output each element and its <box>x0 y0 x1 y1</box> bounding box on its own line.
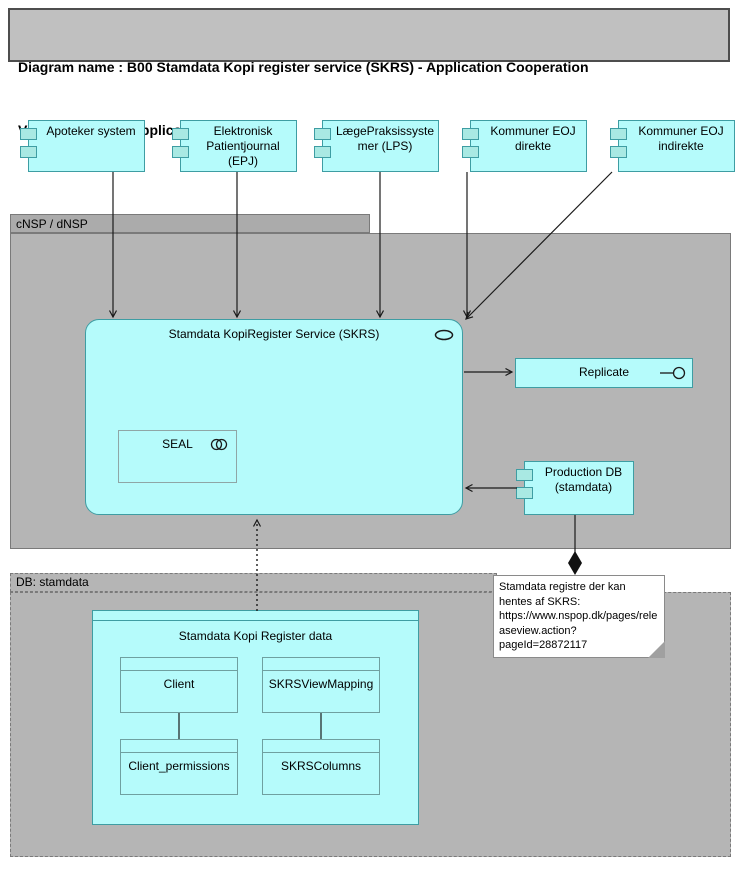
component-tab-icon <box>462 128 479 140</box>
component-label: Apoteker system <box>46 124 136 138</box>
component-tab-icon <box>314 128 331 140</box>
component-kommuner-eoj-indirekte[interactable]: Kommuner EOJ indirekte <box>610 120 735 172</box>
db-label: DB: stamdata <box>16 575 89 589</box>
composition-diamond-icon <box>568 551 582 575</box>
component-lps[interactable]: LægePraksissystemer (LPS) <box>314 120 439 172</box>
component-label: Kommuner EOJ direkte <box>490 124 576 154</box>
component-tab-icon <box>462 146 479 158</box>
component-tab-icon <box>172 128 189 140</box>
data-object-band <box>121 740 237 753</box>
data-object-band <box>93 611 418 621</box>
data-object-band <box>121 658 237 671</box>
container-db-tab[interactable]: DB: stamdata <box>10 573 497 592</box>
component-epj[interactable]: Elektronisk Patientjournal (EPJ) <box>172 120 297 172</box>
component-label: Production DB (stamdata) <box>544 465 623 495</box>
component-tab-icon <box>516 487 533 499</box>
cnsp-label: cNSP / dNSP <box>16 217 88 231</box>
component-tab-icon <box>610 128 627 140</box>
collaboration-icon <box>210 438 228 451</box>
service-skrs[interactable]: Stamdata KopiRegister Service (SKRS) <box>85 319 463 515</box>
component-production-db[interactable]: Production DB (stamdata) <box>516 461 634 515</box>
replicate-label: Replicate <box>578 365 630 379</box>
component-tab-icon <box>610 146 627 158</box>
data-object-label: Client_permissions <box>128 759 230 773</box>
component-tab-icon <box>172 146 189 158</box>
data-object-client-permissions[interactable]: Client_permissions <box>120 739 238 795</box>
diagram-title-bar: Diagram name : B00 Stamdata Kopi registe… <box>8 8 730 138</box>
component-tab-icon <box>20 146 37 158</box>
data-object-label: SKRSColumns <box>280 759 362 773</box>
data-object-label: SKRSViewMapping <box>268 677 374 691</box>
data-object-label: Client <box>163 677 195 691</box>
data-object-skrsviewmapping[interactable]: SKRSViewMapping <box>262 657 380 713</box>
diagram-title-line1: Diagram name : B00 Stamdata Kopi registe… <box>18 59 589 75</box>
seal-label: SEAL <box>162 437 193 451</box>
data-group-label: Stamdata Kopi Register data <box>178 629 333 643</box>
service-icon <box>434 329 454 341</box>
data-object-skrscolumns[interactable]: SKRSColumns <box>262 739 380 795</box>
data-object-client[interactable]: Client <box>120 657 238 713</box>
note-stamdata-registre[interactable]: Stamdata registre der kan hentes af SKRS… <box>493 575 665 658</box>
data-object-band <box>263 658 379 671</box>
component-label: Kommuner EOJ indirekte <box>638 124 724 154</box>
seal-box[interactable]: SEAL <box>118 430 237 483</box>
component-label: Elektronisk Patientjournal (EPJ) <box>206 124 280 169</box>
data-object-band <box>263 740 379 753</box>
note-text: Stamdata registre der kan hentes af SKRS… <box>499 581 658 652</box>
replicate-box[interactable]: Replicate <box>515 358 693 388</box>
component-label: LægePraksissystemer (LPS) <box>335 124 435 154</box>
interface-icon <box>660 366 686 380</box>
component-apoteker-system[interactable]: Apoteker system <box>20 120 145 172</box>
container-cnsp-tab[interactable]: cNSP / dNSP <box>10 214 370 233</box>
note-fold-icon <box>648 641 665 658</box>
component-tab-icon <box>516 469 533 481</box>
component-tab-icon <box>314 146 331 158</box>
component-tab-icon <box>20 128 37 140</box>
skrs-label: Stamdata KopiRegister Service (SKRS) <box>168 327 380 341</box>
component-kommuner-eoj-direkte[interactable]: Kommuner EOJ direkte <box>462 120 587 172</box>
